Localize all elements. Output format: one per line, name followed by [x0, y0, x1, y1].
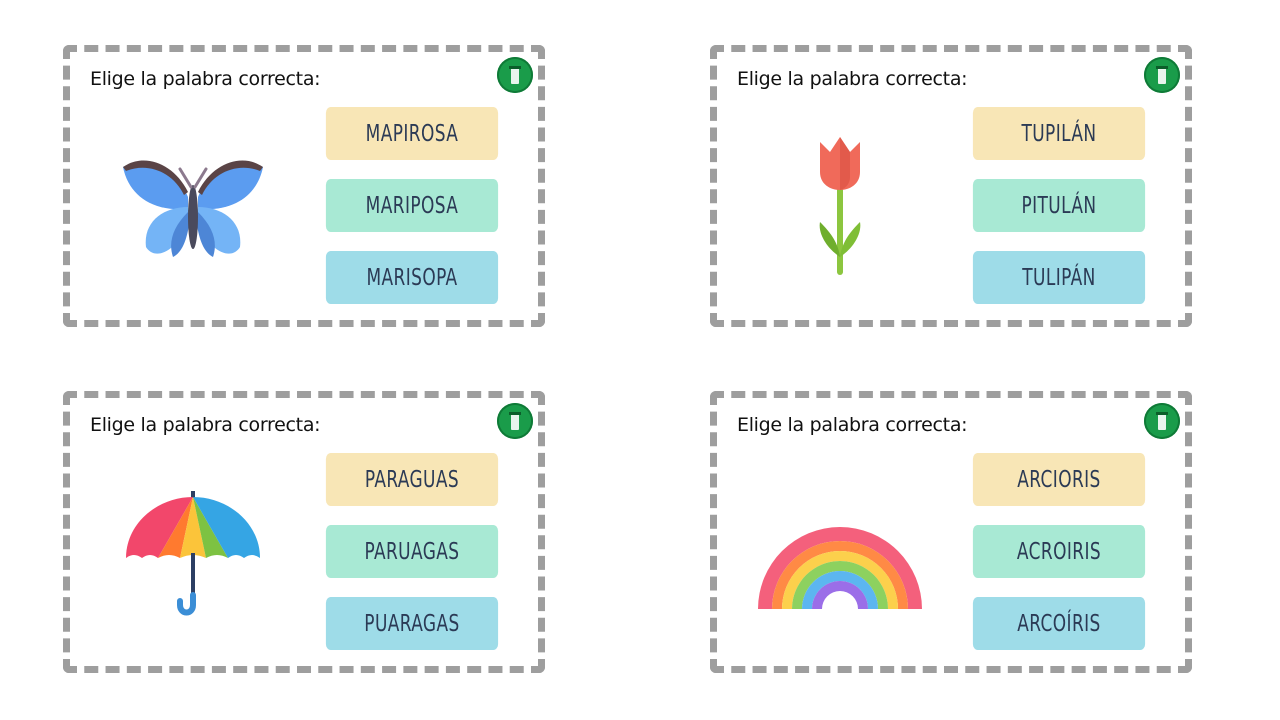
- umbrella-icon: [100, 460, 285, 645]
- word-card-tulip: Elige la palabra correcta: TUPILÁN PITUL…: [710, 45, 1192, 327]
- word-card-umbrella: Elige la palabra correcta: PARAGUAS PARU…: [63, 391, 545, 673]
- option-button-1[interactable]: TUPILÁN: [972, 107, 1146, 160]
- rainbow-icon: [747, 460, 932, 645]
- option-button-2[interactable]: MARIPOSA: [325, 179, 499, 232]
- option-button-2[interactable]: PITULÁN: [972, 179, 1146, 232]
- word-card-rainbow: Elige la palabra correcta: ARCIORIS ACRO…: [710, 391, 1192, 673]
- instruction-text: Elige la palabra correcta:: [90, 68, 321, 90]
- option-button-1[interactable]: PARAGUAS: [325, 453, 499, 506]
- logo-icon: [497, 57, 533, 93]
- option-button-3[interactable]: PUARAGAS: [325, 597, 499, 650]
- option-button-2[interactable]: PARUAGAS: [325, 525, 499, 578]
- instruction-text: Elige la palabra correcta:: [90, 414, 321, 436]
- butterfly-icon: [100, 114, 285, 299]
- tulip-icon: [747, 114, 932, 299]
- option-button-3[interactable]: ARCOÍRIS: [972, 597, 1146, 650]
- option-button-3[interactable]: TULIPÁN: [972, 251, 1146, 304]
- option-button-1[interactable]: ARCIORIS: [972, 453, 1146, 506]
- word-card-butterfly: Elige la palabra correcta: MAPIROSA MARI…: [63, 45, 545, 327]
- instruction-text: Elige la palabra correcta:: [737, 68, 968, 90]
- logo-icon: [497, 403, 533, 439]
- answer-options: ARCIORIS ACROIRIS ARCOÍRIS: [954, 453, 1164, 669]
- answer-options: MAPIROSA MARIPOSA MARISOPA: [307, 107, 517, 323]
- option-button-2[interactable]: ACROIRIS: [972, 525, 1146, 578]
- instruction-text: Elige la palabra correcta:: [737, 414, 968, 436]
- option-button-1[interactable]: MAPIROSA: [325, 107, 499, 160]
- logo-icon: [1144, 403, 1180, 439]
- answer-options: PARAGUAS PARUAGAS PUARAGAS: [307, 453, 517, 669]
- answer-options: TUPILÁN PITULÁN TULIPÁN: [954, 107, 1164, 323]
- logo-icon: [1144, 57, 1180, 93]
- option-button-3[interactable]: MARISOPA: [325, 251, 499, 304]
